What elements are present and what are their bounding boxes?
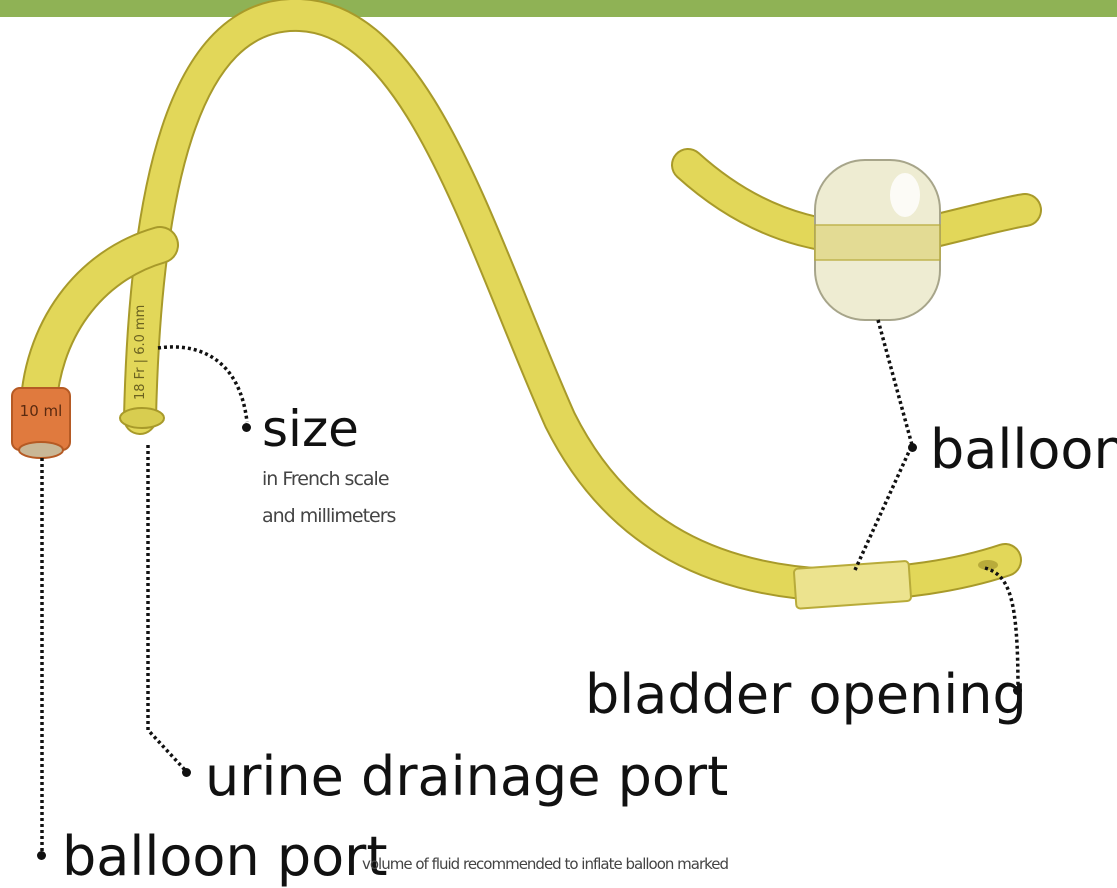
bladder-opening-label: bladder opening: [585, 668, 1027, 722]
size-label: size: [262, 404, 359, 454]
balloon-port-dot: [37, 851, 46, 860]
leader-balloon-tube: [855, 445, 912, 570]
size-note-line2: and millimeters: [262, 507, 395, 526]
balloon-highlight: [890, 173, 920, 217]
balloon-dot: [908, 443, 917, 452]
cap-volume-marking: 10 ml: [20, 402, 63, 420]
inflated-balloon-band: [815, 225, 940, 260]
drainage-port-dot: [182, 768, 191, 777]
size-dot: [242, 423, 251, 432]
size-note-line1: in French scale: [262, 470, 389, 489]
balloon-port-label: balloon port: [62, 830, 388, 884]
leader-drainage-port: [148, 445, 185, 770]
drainage-port-opening: [120, 408, 164, 428]
bladder-tip-band: [794, 561, 912, 609]
urine-drainage-port-label: urine drainage port: [205, 750, 728, 804]
balloon-port-cap-opening: [19, 442, 63, 458]
leader-balloon-inset: [878, 320, 912, 445]
balloon-port-note: volume of fluid recommended to inflate b…: [362, 857, 728, 872]
leader-size: [158, 347, 247, 422]
balloon-label: balloon: [930, 423, 1117, 477]
tube-size-marking: 18 Fr | 6.0 mm: [133, 305, 148, 400]
